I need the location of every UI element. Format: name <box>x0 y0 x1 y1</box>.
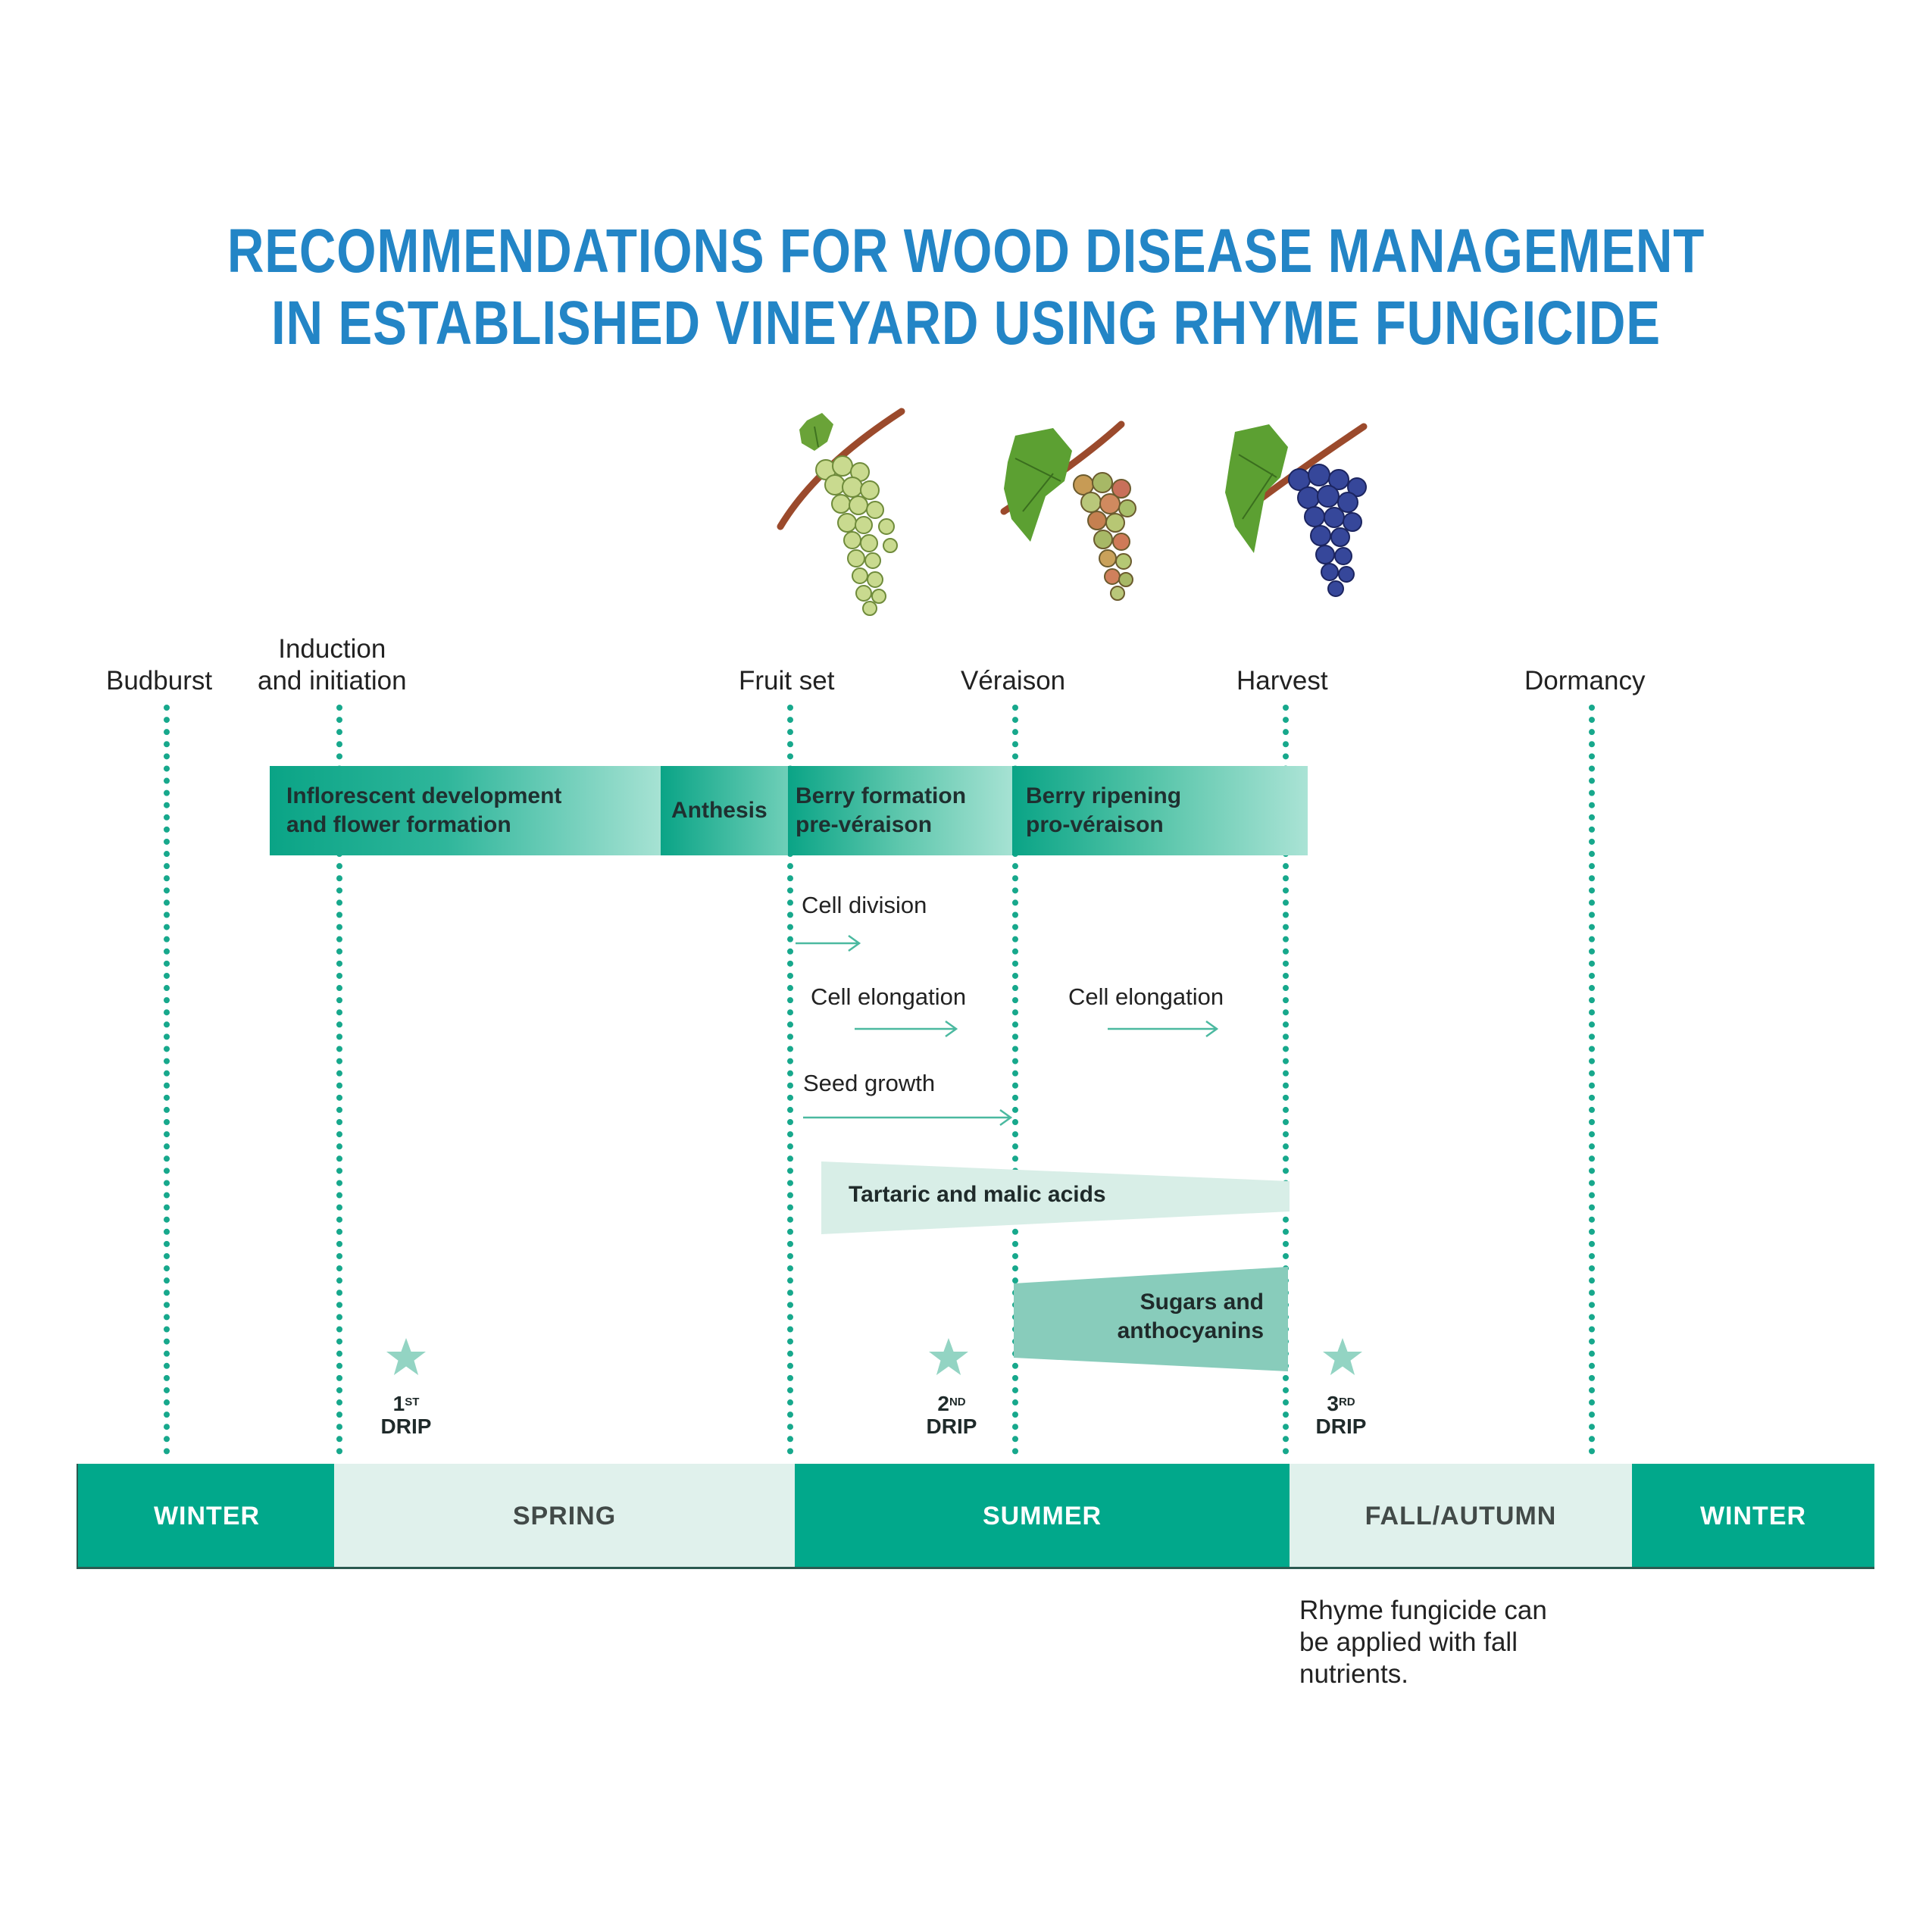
phase-inflorescent-development: Inflorescent development and flower form… <box>270 766 661 855</box>
stage-label-induction-line2: and initiation <box>258 666 407 696</box>
phase-berry-ripening: Berry ripening pro-véraison <box>1012 766 1308 855</box>
sugars-wedge <box>1014 1267 1288 1371</box>
drip-2-star-icon <box>929 1338 968 1375</box>
season-winter-start: WINTER <box>77 1464 336 1568</box>
acids-wedge <box>821 1161 1290 1234</box>
note-line1: Rhyme fungicide can <box>1299 1596 1547 1625</box>
season-summer: SUMMER <box>795 1464 1290 1568</box>
fall-application-note: Rhyme fungicide can be applied with fall… <box>1299 1595 1547 1690</box>
stage-label-induction-line1: Induction <box>278 634 386 664</box>
process-seed-growth-label: Seed growth <box>803 1070 936 1096</box>
stage-label-harvest: Harvest <box>1236 666 1328 696</box>
season-spring: SPRING <box>334 1464 795 1568</box>
phase-berry-ripening-line1: Berry ripening <box>1026 783 1182 808</box>
cell-elongation-arrow-2 <box>1108 1020 1219 1038</box>
note-line2: be applied with fall <box>1299 1627 1518 1657</box>
stage-label-fruit-set: Fruit set <box>739 666 835 696</box>
cell-elongation-arrow-1 <box>855 1020 958 1038</box>
phase-berry-formation-line1: Berry formation <box>796 783 967 808</box>
phase-inflorescent-line2: and flower formation <box>286 812 511 837</box>
drip-3-text: DRIP <box>1315 1415 1367 1438</box>
drip-2-number: 2 <box>937 1392 949 1415</box>
phase-anthesis: Anthesis <box>661 766 788 855</box>
dotted-line-induction <box>336 705 342 1455</box>
grape-cluster-veraison-illustration <box>1000 420 1136 601</box>
grape-cluster-green-illustration <box>777 408 905 616</box>
phase-berry-formation: Berry formation pre-véraison <box>788 766 1012 855</box>
dotted-line-dormancy <box>1589 705 1595 1455</box>
phase-inflorescent-line1: Inflorescent development <box>286 783 562 808</box>
stage-label-veraison: Véraison <box>961 666 1066 696</box>
phase-berry-ripening-line2: pro-véraison <box>1026 812 1164 837</box>
dotted-line-fruit-set <box>787 705 793 1455</box>
drip-3-suffix: RD <box>1338 1396 1355 1408</box>
dotted-line-veraison <box>1012 705 1018 1455</box>
drip-2-suffix: ND <box>949 1396 966 1408</box>
drip-1-text: DRIP <box>380 1415 432 1438</box>
drip-1-star-icon <box>386 1338 426 1375</box>
drip-3-label: 3RD DRIP <box>1296 1393 1386 1438</box>
process-acids-label: Tartaric and malic acids <box>849 1182 1106 1207</box>
note-line3: nutrients. <box>1299 1659 1408 1689</box>
drip-1-label: 1ST DRIP <box>361 1393 452 1438</box>
drip-3-star-icon <box>1323 1338 1362 1375</box>
process-cell-elongation-label-1: Cell elongation <box>811 983 967 1010</box>
title-line-2: IN ESTABLISHED VINEYARD USING RHYME FUNG… <box>271 289 1661 358</box>
cell-division-arrow <box>796 934 861 952</box>
stage-label-dormancy: Dormancy <box>1524 666 1646 696</box>
phase-berry-formation-line2: pre-véraison <box>796 812 933 837</box>
season-winter-end: WINTER <box>1632 1464 1874 1568</box>
drip-1-suffix: ST <box>405 1396 420 1408</box>
grape-cluster-ripe-illustration <box>1225 423 1368 597</box>
drip-2-text: DRIP <box>926 1415 977 1438</box>
process-sugars-label: Sugars and anthocyanins <box>1061 1288 1264 1346</box>
dotted-line-harvest <box>1283 705 1289 1455</box>
process-sugars-line2: anthocyanins <box>1117 1318 1264 1343</box>
season-bar-bottom-rule <box>77 1567 1874 1569</box>
process-cell-division-label: Cell division <box>802 892 927 918</box>
seed-growth-arrow <box>803 1108 1013 1127</box>
stage-label-induction: Induction and initiation <box>258 633 407 697</box>
drip-3-number: 3 <box>1327 1392 1339 1415</box>
process-sugars-line1: Sugars and <box>1140 1290 1264 1315</box>
season-fall-autumn: FALL/AUTUMN <box>1290 1464 1632 1568</box>
title-line-1: RECOMMENDATIONS FOR WOOD DISEASE MANAGEM… <box>227 217 1705 286</box>
stage-label-budburst: Budburst <box>106 666 213 696</box>
drip-2-label: 2ND DRIP <box>906 1393 997 1438</box>
drip-1-number: 1 <box>392 1392 405 1415</box>
phase-anthesis-label: Anthesis <box>671 798 767 823</box>
dotted-line-budburst <box>164 705 170 1455</box>
process-cell-elongation-label-2: Cell elongation <box>1068 983 1224 1010</box>
